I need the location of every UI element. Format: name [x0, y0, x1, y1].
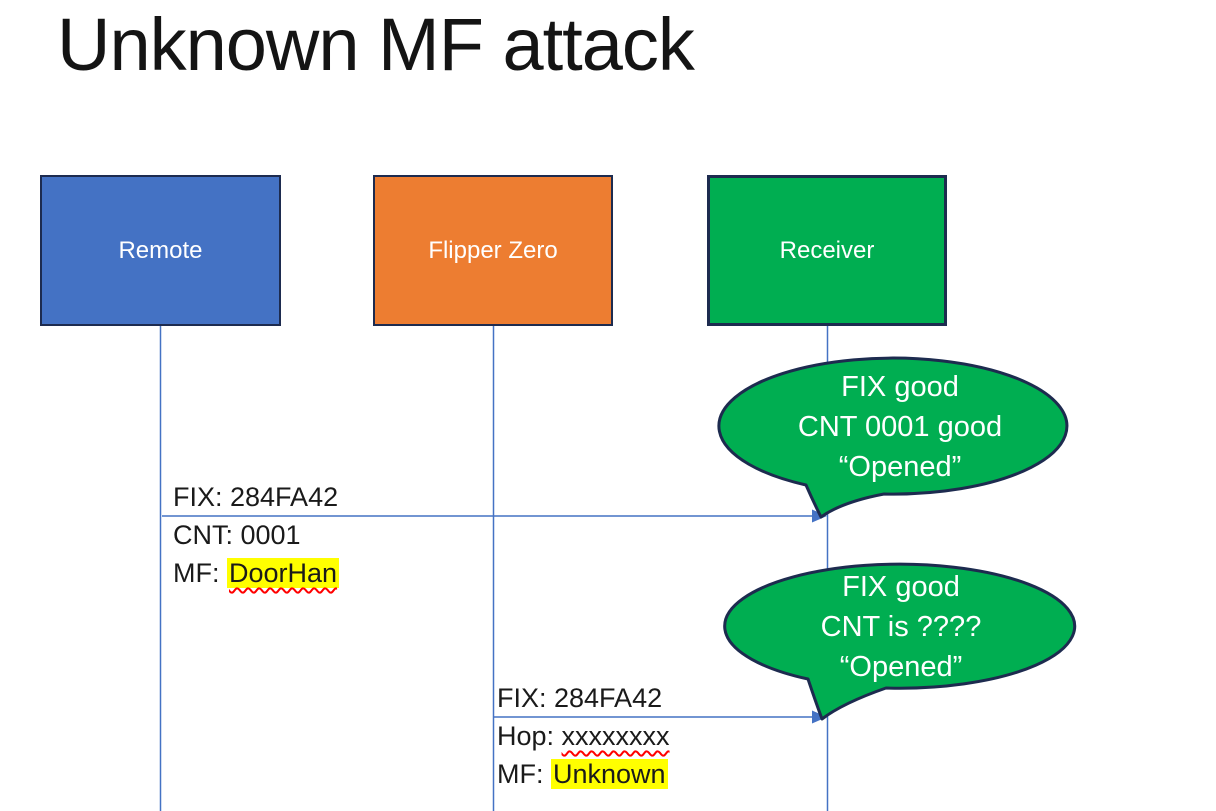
message-1-mf-prefix: MF:	[173, 558, 227, 588]
bubble2-line1: FIX good	[842, 571, 960, 603]
message-2-fix: FIX: 284FA42	[497, 683, 663, 713]
speech-bubble-2	[723, 562, 1077, 721]
page-title: Unknown MF attack	[57, 3, 695, 86]
message-2-hop-value: xxxxxxxx	[561, 721, 670, 751]
actor-box-remote: Remote	[40, 175, 281, 326]
bubble2-line2: CNT is ????	[820, 611, 982, 643]
bubble2-line3: “Opened”	[839, 651, 963, 683]
message-1-labels: FIX: 284FA42 CNT: 0001 MF: DoorHan	[173, 478, 340, 592]
message-2-labels: FIX: 284FA42 Hop: xxxxxxxx MF: Unknown	[497, 679, 670, 793]
bubble1-line1: FIX good	[841, 371, 959, 403]
message-1-mf: MF: DoorHan	[173, 554, 340, 592]
message-2-mf-prefix: MF:	[497, 759, 551, 789]
message-2-mf-value-highlighted: Unknown	[551, 759, 668, 789]
actor-box-receiver: Receiver	[707, 175, 947, 326]
speech-bubble-1-text: FIX good CNT 0001 good “Opened”	[727, 362, 1073, 492]
message-2-mf: MF: Unknown	[497, 755, 670, 793]
actor-box-flipper-zero: Flipper Zero	[373, 175, 613, 326]
arrowhead-flipper-to-receiver-icon	[812, 710, 827, 724]
actor-label-flipper-zero: Flipper Zero	[428, 236, 558, 264]
speech-bubble-1	[717, 356, 1069, 519]
bubble1-line2: CNT 0001 good	[797, 411, 1003, 443]
message-2-hop-prefix: Hop:	[497, 721, 562, 751]
message-2-hop: Hop: xxxxxxxx	[497, 717, 670, 755]
message-1-fix: FIX: 284FA42	[173, 482, 339, 512]
bubble1-line3: “Opened”	[838, 451, 962, 483]
message-1-cnt: CNT: 0001	[173, 520, 301, 550]
actor-label-remote: Remote	[118, 236, 203, 264]
speech-bubble-2-text: FIX good CNT is ???? “Opened”	[728, 567, 1074, 687]
actor-label-receiver: Receiver	[779, 236, 875, 264]
message-1-mf-value-highlighted: DoorHan	[227, 558, 340, 588]
